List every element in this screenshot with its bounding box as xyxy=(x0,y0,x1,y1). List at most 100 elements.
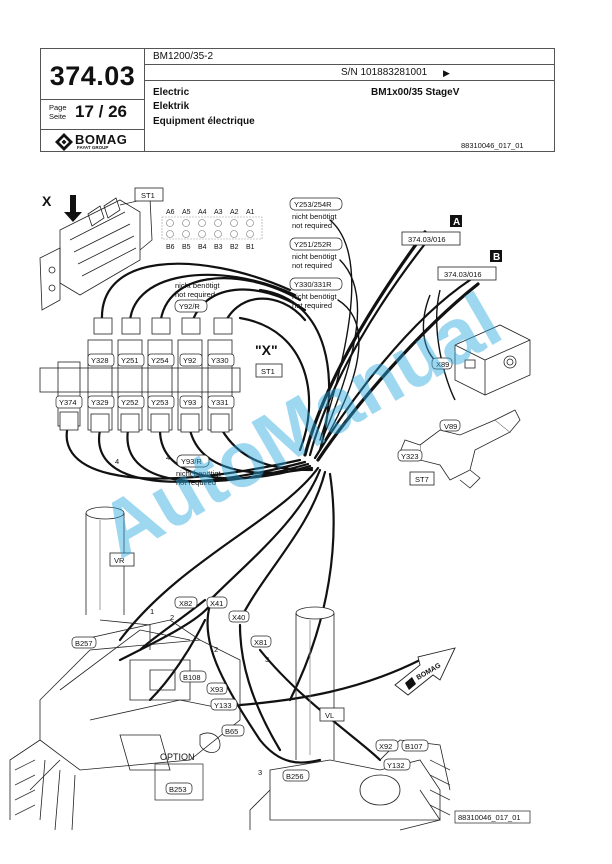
tag-x93: X93 xyxy=(210,685,223,694)
view-arrow-icon xyxy=(64,195,82,222)
serial-arrow-icon: ▶ xyxy=(443,68,450,78)
header-rule xyxy=(144,80,554,81)
valve-y252-label: Y252 xyxy=(121,398,139,407)
header-rule xyxy=(144,64,554,65)
tag-b256: B256 xyxy=(286,772,304,781)
footer-drawno-box xyxy=(454,810,531,824)
drawing-number: 88310046_017_01 xyxy=(461,141,524,150)
not-required-en: not required xyxy=(176,478,216,487)
page-label-en: Page xyxy=(49,103,67,112)
pin-label: B4 xyxy=(198,244,207,251)
ref-b: 374.03/016 xyxy=(444,270,482,279)
valve-y331-label: Y331 xyxy=(211,398,229,407)
tag-x82: X82 xyxy=(179,599,192,608)
header-rule xyxy=(41,99,144,100)
tag-x92: X92 xyxy=(379,742,392,751)
not-required-de: nicht benötigt xyxy=(292,292,338,301)
st1-label-2: ST1 xyxy=(261,367,275,376)
vl-column xyxy=(295,606,335,760)
tag-x41: X41 xyxy=(210,599,223,608)
pin-label: B3 xyxy=(214,244,223,251)
not-required-de: nicht benötigt xyxy=(292,212,338,221)
brand-name: BOMAG xyxy=(75,132,128,147)
tag-b253: B253 xyxy=(169,785,187,794)
pin-label: A2 xyxy=(230,209,239,216)
pin-label: A4 xyxy=(198,209,207,216)
st1-label-box xyxy=(134,187,164,202)
valve-labels: Y328 Y251 Y254 Y92 Y330 Y374 Y329 Y252 Y… xyxy=(55,353,235,409)
title-en: Electric xyxy=(153,87,190,98)
pin-label: A5 xyxy=(182,209,191,216)
not-required-en: not required xyxy=(292,261,332,270)
view-x-quote: "X" xyxy=(255,342,278,358)
section-code: 374.03 xyxy=(49,61,136,91)
valve-y374-label: Y374 xyxy=(59,398,77,407)
tag-x81: X81 xyxy=(254,638,267,647)
tag-y251-252r: Y251/252R xyxy=(294,240,332,249)
valve-y329-label: Y329 xyxy=(91,398,109,407)
tag-y132: Y132 xyxy=(387,761,405,770)
tag-y93r: Y93/R xyxy=(181,457,202,466)
track-treads xyxy=(14,759,451,816)
header-divider xyxy=(144,49,145,151)
tag-b108: B108 xyxy=(183,673,201,682)
pin-label: B1 xyxy=(246,244,255,251)
valve-block-thumbnail xyxy=(39,197,153,311)
vr-label: VR xyxy=(114,556,125,565)
title-fr: Equipment électrique xyxy=(153,116,255,127)
st7-label: ST7 xyxy=(415,475,429,484)
wire-number: 3 xyxy=(258,768,262,777)
marker-a-box xyxy=(450,215,462,227)
tag-x89: X89 xyxy=(436,360,449,369)
bomag-logo-icon xyxy=(55,133,73,151)
st1-label: ST1 xyxy=(141,191,155,200)
valve-y328-label: Y328 xyxy=(91,356,109,365)
marker-b: B xyxy=(493,252,500,263)
page-label-de: Seite xyxy=(49,112,67,121)
direction-arrow: BOMAG xyxy=(394,647,456,696)
tag-y133: Y133 xyxy=(214,701,232,710)
not-required-en: not required xyxy=(292,221,332,230)
valve-bank xyxy=(39,317,241,433)
brand-sub: FAYAT GROUP xyxy=(77,145,109,150)
valve-y253-label: Y253 xyxy=(151,398,169,407)
not-required-de: nicht benötigt xyxy=(292,252,338,261)
pin-label: A1 xyxy=(246,209,255,216)
pin-label: B6 xyxy=(166,244,175,251)
page-label: Page Seite xyxy=(49,103,67,121)
wire-number: 1 xyxy=(150,607,154,616)
st1-pin-grid: A6 A5 A4 A3 A2 A1 B6 B5 B4 B3 B2 B1 xyxy=(161,209,263,251)
valve-y254-label: Y254 xyxy=(151,356,169,365)
serial-text: S/N 101883281001 xyxy=(341,67,428,78)
model-text: BM1200/35-2 xyxy=(153,51,214,62)
pin-label: B5 xyxy=(182,244,191,251)
tag-b257: B257 xyxy=(75,639,93,648)
option-box xyxy=(154,763,204,801)
wire-number: 3 xyxy=(265,655,269,664)
not-required-de: nicht benötigt xyxy=(176,469,222,478)
x89-device xyxy=(454,324,531,396)
view-x-label: X xyxy=(42,193,52,209)
vl-label: VL xyxy=(325,711,334,720)
st7-fitting xyxy=(399,409,521,489)
wire-number: 2 xyxy=(170,613,174,622)
wire-number: 2 xyxy=(214,645,218,654)
machine-name: BM1x00/35 StageV xyxy=(371,87,460,98)
pin-label: B2 xyxy=(230,244,239,251)
pin-label: A3 xyxy=(214,209,223,216)
header-rule xyxy=(41,129,144,130)
footer-drawing-number: 88310046_017_01 xyxy=(458,813,521,822)
harness-wires xyxy=(65,219,480,764)
ref-a: 374.03/016 xyxy=(408,235,446,244)
not-required-de: nicht benötigt xyxy=(175,281,221,290)
tag-b107: B107 xyxy=(405,742,423,751)
pin-label: A6 xyxy=(166,209,175,216)
tag-x40: X40 xyxy=(232,613,245,622)
tag-b65: B65 xyxy=(225,727,238,736)
tag-y253-254r: Y253/254R xyxy=(294,200,332,209)
not-required-en: not required xyxy=(175,290,215,299)
valve-y251-label: Y251 xyxy=(121,356,139,365)
tag-y330-331r: Y330/331R xyxy=(294,280,332,289)
page-number: 17 / 26 xyxy=(75,102,127,121)
